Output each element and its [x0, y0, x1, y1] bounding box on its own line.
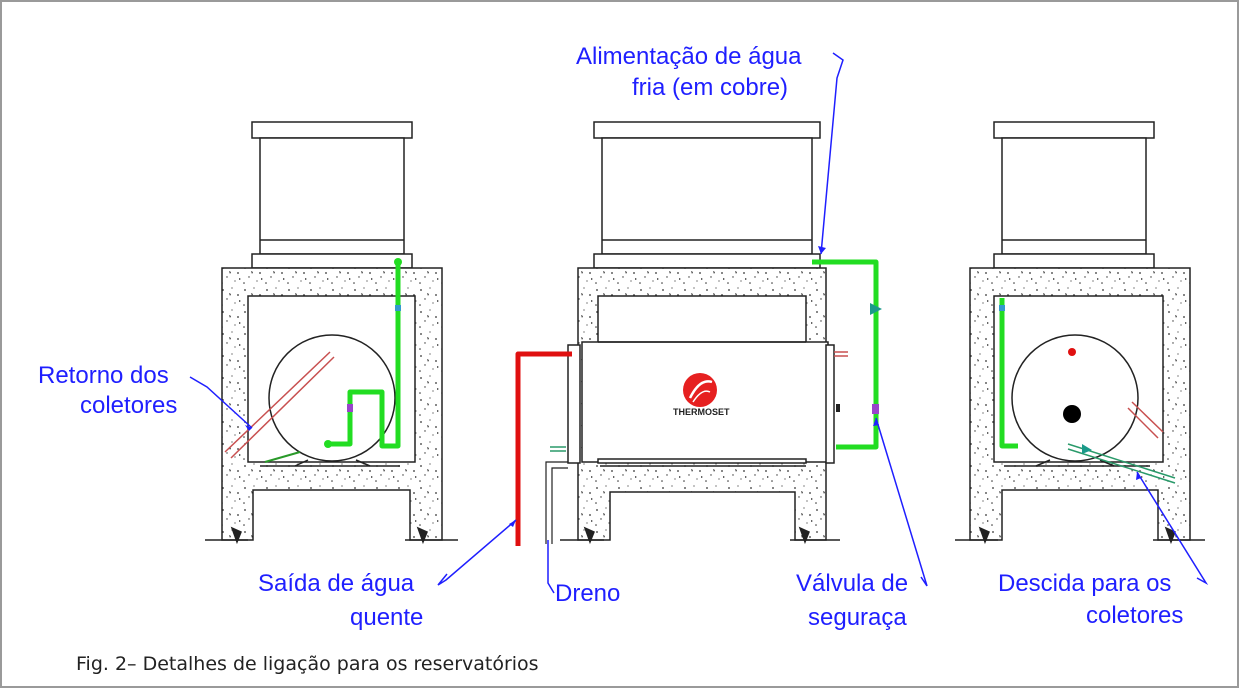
label-descida-line1: Descida para os — [998, 570, 1172, 597]
top-water-tank — [251, 121, 413, 269]
cold-water-pipe — [328, 262, 401, 449]
figure-caption: Fig. 2– Detalhes de ligação para os rese… — [76, 653, 539, 675]
label-alimentacao-line2: fria (em cobre) — [632, 74, 789, 101]
brand-logo — [683, 373, 717, 407]
label-descida-line2: coletores — [1086, 602, 1184, 629]
leader-saida — [437, 519, 517, 586]
leader-alimentacao — [820, 52, 844, 255]
return-pipe — [224, 351, 335, 459]
boiler — [1004, 334, 1150, 467]
label-retorno-line1: Retorno dos — [38, 362, 169, 389]
label-retorno-line2: coletores — [80, 392, 178, 419]
leader-lines — [189, 52, 1209, 594]
label-valvula-line1: Válvula de — [796, 570, 909, 597]
top-water-tank — [593, 121, 821, 269]
boiler — [260, 334, 400, 467]
hot-water-pipe — [515, 351, 572, 546]
cold-water-pipe — [812, 259, 879, 450]
cold-water-pipe — [999, 298, 1018, 449]
concrete-frame — [205, 267, 458, 545]
reservoir-unit-right — [955, 121, 1205, 545]
leader-dreno — [547, 540, 555, 594]
reservoir-unit-center — [515, 121, 882, 546]
brand-text: THERMOSET — [673, 407, 730, 417]
label-alimentacao-line1: Alimentação de água — [576, 43, 802, 70]
top-water-tank — [993, 121, 1155, 269]
leader-descida — [1136, 471, 1209, 586]
label-saida-line1: Saída de água — [258, 570, 415, 597]
return-pipe — [1127, 401, 1164, 439]
leader-retorno — [189, 376, 253, 429]
label-dreno: Dreno — [555, 580, 621, 607]
reservoir-unit-left — [205, 121, 458, 545]
concrete-frame — [955, 267, 1205, 545]
label-valvula-line2: seguraça — [808, 604, 907, 631]
label-saida-line2: quente — [350, 604, 424, 631]
drain-pipe — [545, 461, 568, 544]
descent-pipe-stub — [264, 451, 301, 463]
leader-valvula — [875, 417, 928, 587]
